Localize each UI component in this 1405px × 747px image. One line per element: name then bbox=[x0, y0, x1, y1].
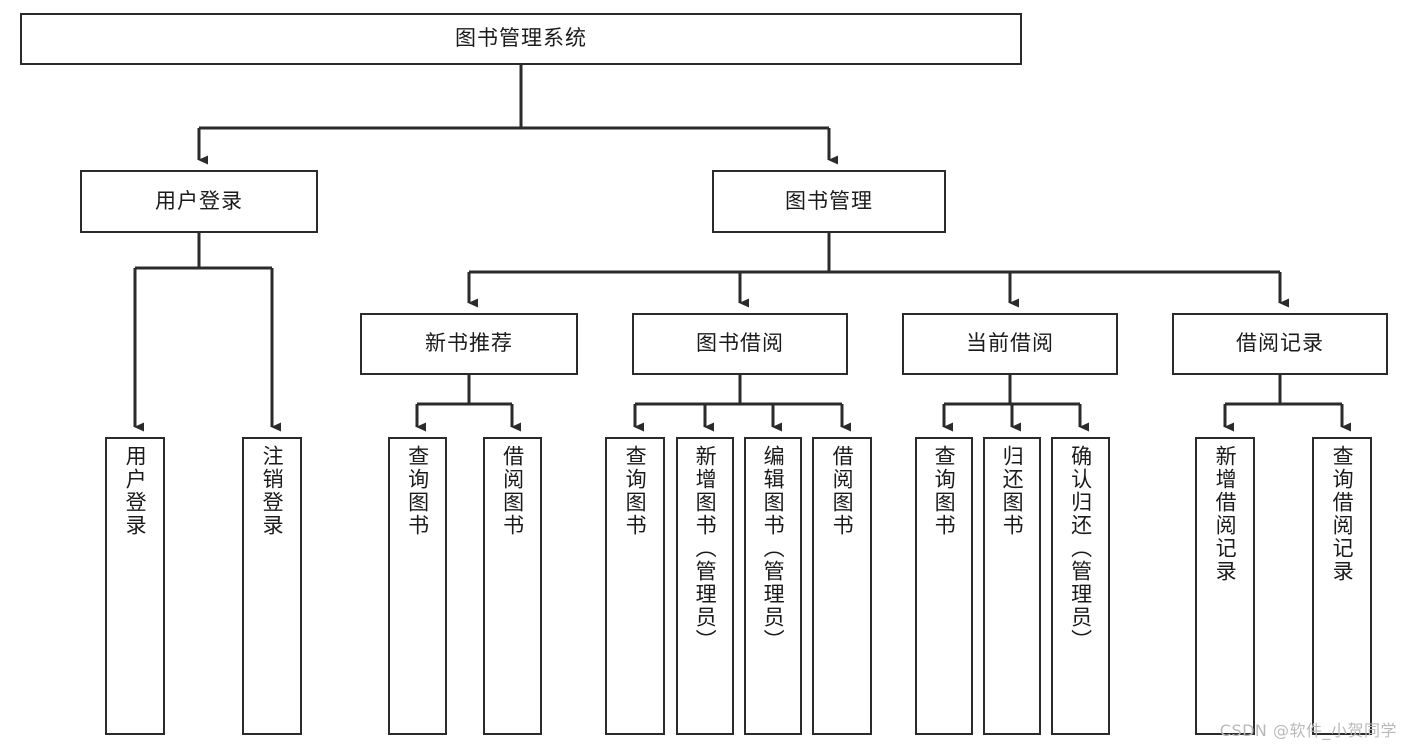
node-leaf-borrow-book-1-label: 借阅图书 bbox=[500, 445, 525, 537]
node-leaf-user-logout-label: 注销登录 bbox=[260, 445, 285, 537]
node-leaf-query-book-1-label: 查询图书 bbox=[405, 445, 430, 537]
node-leaf-query-record-label: 查询借阅记录 bbox=[1330, 445, 1355, 583]
node-new-book-recommend[interactable]: 新书推荐 bbox=[360, 313, 578, 375]
node-book-management[interactable]: 图书管理 bbox=[712, 170, 946, 233]
node-leaf-add-book-label: 新增图书（管理员） bbox=[693, 445, 718, 652]
node-leaf-return-book-label: 归还图书 bbox=[1000, 445, 1025, 537]
node-user-login[interactable]: 用户登录 bbox=[80, 170, 318, 233]
node-book-borrow-label: 图书借阅 bbox=[696, 331, 784, 356]
node-borrow-record[interactable]: 借阅记录 bbox=[1172, 313, 1388, 375]
node-leaf-add-book[interactable]: 新增图书（管理员） bbox=[676, 437, 734, 735]
node-leaf-edit-book[interactable]: 编辑图书（管理员） bbox=[744, 437, 802, 735]
node-leaf-confirm-return[interactable]: 确认归还（管理员） bbox=[1051, 437, 1110, 735]
node-leaf-add-record[interactable]: 新增借阅记录 bbox=[1195, 437, 1255, 735]
node-root-label: 图书管理系统 bbox=[455, 26, 587, 51]
node-leaf-return-book[interactable]: 归还图书 bbox=[983, 437, 1041, 735]
csdn-watermark: CSDN @软件_小贺同学 bbox=[1219, 721, 1397, 740]
node-leaf-edit-book-label: 编辑图书（管理员） bbox=[761, 445, 786, 652]
node-leaf-query-book-2[interactable]: 查询图书 bbox=[605, 437, 665, 735]
node-leaf-confirm-return-label: 确认归还（管理员） bbox=[1068, 445, 1093, 652]
node-leaf-query-book-2-label: 查询图书 bbox=[623, 445, 648, 537]
node-leaf-query-book-3-label: 查询图书 bbox=[932, 445, 957, 537]
node-leaf-borrow-book-2[interactable]: 借阅图书 bbox=[812, 437, 872, 735]
node-leaf-add-record-label: 新增借阅记录 bbox=[1213, 445, 1238, 583]
node-user-login-label: 用户登录 bbox=[155, 188, 243, 213]
node-borrow-record-label: 借阅记录 bbox=[1236, 331, 1324, 356]
node-leaf-user-login-label: 用户登录 bbox=[123, 445, 148, 537]
node-book-management-label: 图书管理 bbox=[785, 188, 873, 213]
node-current-borrow[interactable]: 当前借阅 bbox=[902, 313, 1118, 375]
node-current-borrow-label: 当前借阅 bbox=[966, 331, 1054, 356]
node-leaf-user-login[interactable]: 用户登录 bbox=[105, 437, 165, 735]
node-leaf-user-logout[interactable]: 注销登录 bbox=[242, 437, 302, 735]
node-new-book-recommend-label: 新书推荐 bbox=[425, 331, 513, 356]
node-leaf-borrow-book-2-label: 借阅图书 bbox=[830, 445, 855, 537]
node-leaf-query-record[interactable]: 查询借阅记录 bbox=[1312, 437, 1372, 735]
node-book-borrow[interactable]: 图书借阅 bbox=[632, 313, 848, 375]
node-root[interactable]: 图书管理系统 bbox=[20, 13, 1022, 65]
node-leaf-query-book-1[interactable]: 查询图书 bbox=[388, 437, 447, 735]
node-leaf-query-book-3[interactable]: 查询图书 bbox=[915, 437, 973, 735]
node-leaf-borrow-book-1[interactable]: 借阅图书 bbox=[483, 437, 542, 735]
